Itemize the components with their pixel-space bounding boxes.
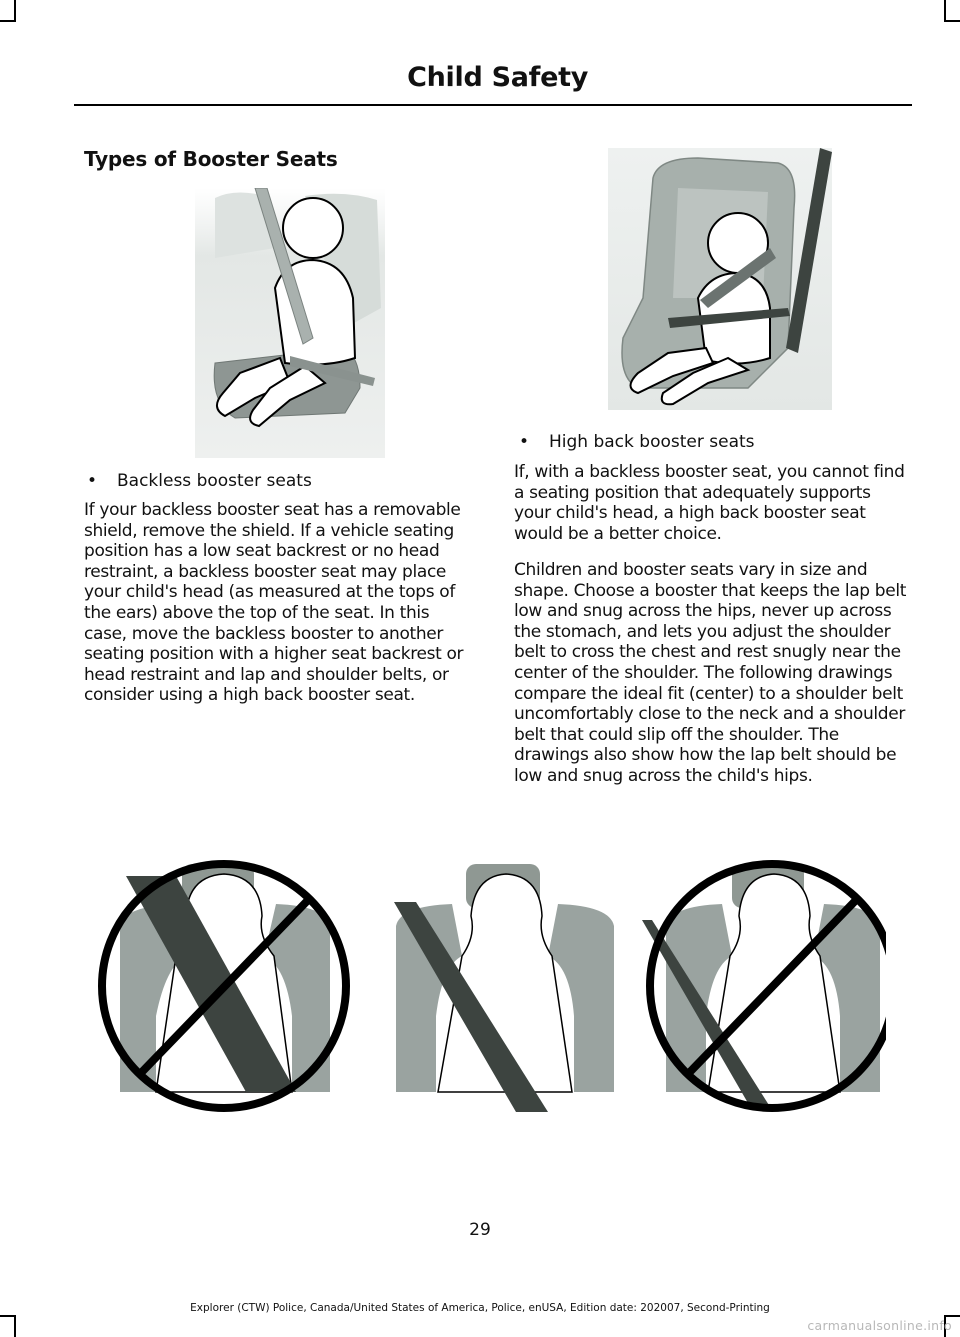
crop-mark bbox=[944, 20, 960, 22]
header-rule bbox=[74, 104, 912, 106]
footer-edition-text: Explorer (CTW) Police, Canada/United Sta… bbox=[190, 1302, 770, 1314]
backless-booster-illustration bbox=[195, 188, 385, 458]
crop-mark bbox=[944, 1315, 960, 1317]
bullet-text: High back booster seats bbox=[549, 432, 755, 452]
bullet-dot: • bbox=[519, 432, 530, 452]
bullet-text: Backless booster seats bbox=[117, 471, 312, 491]
backless-paragraph: If your backless booster seat has a remo… bbox=[84, 500, 464, 706]
crop-mark bbox=[944, 1315, 946, 1337]
crop-mark bbox=[14, 0, 16, 22]
page-header-title: Child Safety bbox=[407, 62, 588, 93]
high-back-paragraph-2: Children and booster seats vary in size … bbox=[514, 560, 907, 786]
belt-too-close-to-neck bbox=[98, 860, 350, 1112]
watermark: carmanualsonline.info bbox=[807, 1318, 952, 1333]
crop-mark bbox=[0, 20, 16, 22]
crop-mark bbox=[944, 0, 946, 22]
belt-slipping-off-shoulder bbox=[642, 860, 886, 1112]
belt-fit-comparison-illustration bbox=[98, 860, 886, 1112]
crop-mark bbox=[14, 1315, 16, 1337]
section-heading: Types of Booster Seats bbox=[84, 147, 338, 171]
bullet-high-back: • High back booster seats bbox=[519, 431, 755, 453]
high-back-paragraph-1: If, with a backless booster seat, you ca… bbox=[514, 462, 905, 544]
bullet-backless: • Backless booster seats bbox=[87, 470, 312, 492]
belt-ideal-fit bbox=[394, 864, 614, 1112]
bullet-dot: • bbox=[87, 471, 98, 491]
high-back-booster-illustration bbox=[608, 148, 832, 410]
crop-mark bbox=[0, 1315, 16, 1317]
page-number: 29 bbox=[469, 1220, 491, 1240]
